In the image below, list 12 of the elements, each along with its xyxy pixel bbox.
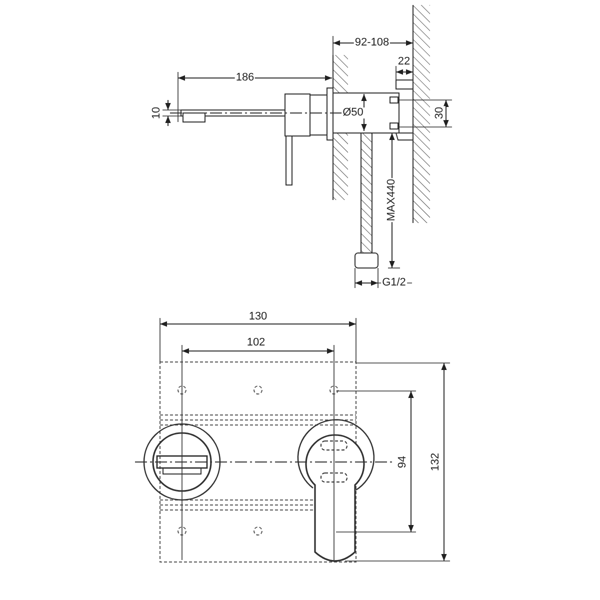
dimension-label: 30: [434, 106, 446, 120]
dimension-label: MAX440: [386, 178, 398, 222]
dimension-label: 132: [430, 452, 442, 472]
dimension-label: 22: [396, 56, 412, 68]
thread-size-label: G1/2: [381, 278, 407, 288]
dimension-label: 10: [152, 106, 162, 120]
dimension-label: 92-108: [354, 38, 390, 48]
dimension-label: 186: [234, 72, 256, 84]
dimension-label: Ø50: [342, 108, 364, 118]
dimension-label: 94: [398, 454, 408, 470]
dimension-label: 102: [246, 338, 266, 348]
dimension-label: 130: [248, 312, 268, 322]
